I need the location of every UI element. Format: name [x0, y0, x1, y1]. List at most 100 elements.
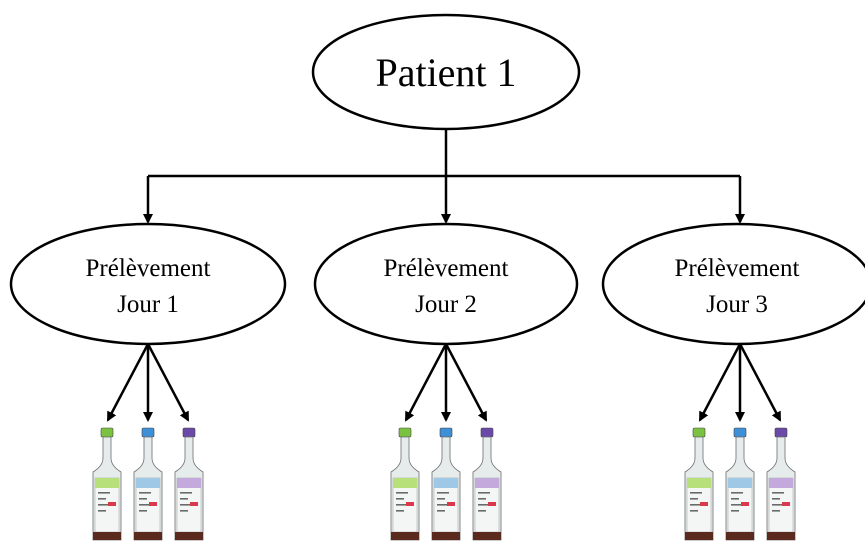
bottle-label-line [396, 510, 404, 512]
bottle-label-line [478, 510, 486, 512]
bottle-red-mark [406, 502, 414, 506]
bottle-arrows-day-2 [404, 343, 488, 422]
bottle-liquid [391, 532, 419, 540]
bottle-cap [480, 427, 494, 438]
bottle-label-line [731, 498, 739, 500]
root-label: Patient 1 [375, 50, 516, 95]
root-node: Patient 1 [311, 13, 581, 131]
blood-culture-bottle [684, 427, 714, 541]
bottle-liquid [473, 532, 501, 540]
bottle-cap [774, 427, 788, 438]
bottle-cap [398, 427, 412, 438]
bottle-red-mark [149, 502, 157, 506]
bottle-label-line [139, 498, 147, 500]
bottle-label-line [437, 510, 445, 512]
bottle-group-day-1 [92, 427, 204, 541]
bottle-label-line [478, 498, 486, 500]
bottle-label-line [731, 504, 743, 506]
bottle-label-line [772, 492, 784, 494]
bottle-red-mark [700, 502, 708, 506]
bottle-label-line [478, 492, 490, 494]
bottle-arrows-day-1 [106, 343, 190, 422]
bottle-label-line [396, 498, 404, 500]
arrow-to-bottle [404, 343, 448, 422]
sample-ellipse [313, 222, 579, 346]
sample-label-line2: Jour 1 [117, 291, 179, 318]
bottle-label-band [95, 478, 119, 488]
bottle-red-mark [190, 502, 198, 506]
bottle-label-line [396, 504, 408, 506]
arrow-to-bottle [738, 343, 782, 422]
bottle-label-band [177, 478, 201, 488]
sample-label-line1: Prélèvement [675, 255, 800, 282]
sample-ellipse [9, 222, 287, 346]
bottle-label-line [731, 492, 743, 494]
sample-label-line2: Jour 2 [415, 291, 477, 318]
bottle-liquid [93, 532, 121, 540]
bottle-label-line [98, 504, 110, 506]
bottle-group-day-3 [684, 427, 796, 541]
bottle-label-line [772, 510, 780, 512]
bottle-liquid [685, 532, 713, 540]
sample-label-line2: Jour 3 [706, 291, 768, 318]
arrow-to-bottle [698, 343, 742, 422]
bottle-cap [100, 427, 114, 438]
bottle-label-line [731, 510, 739, 512]
bottle-label-line [139, 510, 147, 512]
root-connectors [143, 129, 745, 224]
bottle-label-line [772, 498, 780, 500]
sample-label-line1: Prélèvement [86, 255, 211, 282]
bottle-label-line [98, 498, 106, 500]
bottle-liquid [175, 532, 203, 540]
bottle-label-line [180, 504, 192, 506]
blood-culture-bottle [174, 427, 204, 541]
blood-culture-bottle [725, 427, 755, 541]
bottle-label-line [478, 504, 490, 506]
sample-ellipse [601, 222, 865, 346]
bottle-label-line [98, 492, 110, 494]
bottle-label-line [690, 492, 702, 494]
sample-node-day-2: Prélèvement Jour 2 [313, 222, 579, 346]
blood-culture-bottle [133, 427, 163, 541]
blood-culture-bottle [390, 427, 420, 541]
bottle-red-mark [447, 502, 455, 506]
arrow-to-bottle [106, 343, 150, 422]
bottle-cap [141, 427, 155, 438]
arrow-to-bottle [146, 343, 190, 422]
blood-culture-bottle [92, 427, 122, 541]
bottle-liquid [726, 532, 754, 540]
bottle-red-mark [741, 502, 749, 506]
blood-culture-bottle [431, 427, 461, 541]
bottle-cap [692, 427, 706, 438]
bottle-label-line [690, 504, 702, 506]
blood-culture-bottle [766, 427, 796, 541]
sample-node-day-3: Prélèvement Jour 3 [601, 222, 865, 346]
bottle-red-mark [782, 502, 790, 506]
bottle-label-band [434, 478, 458, 488]
bottle-liquid [767, 532, 795, 540]
bottle-arrows-day-3 [698, 343, 782, 422]
bottle-cap [182, 427, 196, 438]
bottle-label-line [437, 504, 449, 506]
bottle-label-band [393, 478, 417, 488]
sample-label-line1: Prélèvement [384, 255, 509, 282]
bottle-group-day-2 [390, 427, 502, 541]
bottle-label-line [139, 492, 151, 494]
blood-culture-bottle [472, 427, 502, 541]
bottle-red-mark [488, 502, 496, 506]
arrow-to-bottle [444, 343, 488, 422]
bottle-label-line [180, 492, 192, 494]
bottle-cap [733, 427, 747, 438]
bottle-label-line [139, 504, 151, 506]
bottle-label-line [690, 510, 698, 512]
bottle-label-band [728, 478, 752, 488]
bottle-label-band [769, 478, 793, 488]
bottle-cap [439, 427, 453, 438]
sample-node-day-1: Prélèvement Jour 1 [9, 222, 287, 346]
bottle-label-line [396, 492, 408, 494]
bottle-label-line [180, 498, 188, 500]
bottle-label-line [437, 492, 449, 494]
bottle-label-band [475, 478, 499, 488]
bottle-label-line [180, 510, 188, 512]
bottle-liquid [432, 532, 460, 540]
